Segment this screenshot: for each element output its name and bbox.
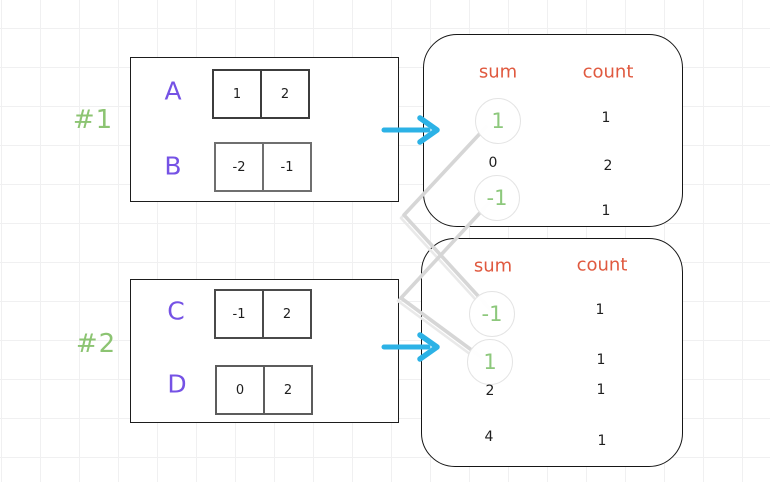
count-value: 1 xyxy=(596,352,606,368)
sum-value: 4 xyxy=(484,429,494,445)
count-value: 2 xyxy=(603,158,613,174)
count-value: 1 xyxy=(597,433,607,449)
example-2-input-box: C -1 2 D 0 2 xyxy=(130,279,399,423)
array-cell: -2 xyxy=(214,142,264,192)
count-column-header: count xyxy=(576,254,628,276)
sum-column-header: sum xyxy=(478,61,518,83)
array-cell: -1 xyxy=(214,289,264,339)
array-a-cells: 1 2 xyxy=(212,69,310,119)
array-a-label: A xyxy=(164,76,182,106)
array-cell: 2 xyxy=(263,365,313,415)
example-2-label: #2 xyxy=(75,329,117,359)
array-cell: -1 xyxy=(262,142,312,192)
sum-value-circled: 1 xyxy=(475,98,521,144)
count-value: 1 xyxy=(601,203,611,219)
sum-value-circled: -1 xyxy=(474,175,520,221)
array-cell: 2 xyxy=(262,289,312,339)
sum-value: 2 xyxy=(485,383,495,399)
count-column-header: count xyxy=(582,61,634,83)
sum-value: 0 xyxy=(488,155,498,171)
example-2-result-box: sum count -1 1 1 1 2 1 4 1 xyxy=(421,238,683,467)
example-1-input-box: A 1 2 B -2 -1 xyxy=(130,57,399,202)
count-value: 1 xyxy=(601,110,611,126)
array-d-label: D xyxy=(167,369,187,399)
example-1-result-box: sum count 1 1 0 2 -1 1 xyxy=(423,34,683,227)
sum-column-header: sum xyxy=(473,255,513,277)
example-1-label: #1 xyxy=(72,105,114,135)
count-value: 1 xyxy=(596,382,606,398)
array-d-cells: 0 2 xyxy=(215,365,313,415)
sum-value-circled: -1 xyxy=(469,291,515,337)
array-c-label: C xyxy=(167,296,185,326)
array-b-cells: -2 -1 xyxy=(214,142,312,192)
count-value: 1 xyxy=(595,302,605,318)
sum-value-circled: 1 xyxy=(467,339,513,385)
array-cell: 0 xyxy=(215,365,265,415)
array-b-label: B xyxy=(164,151,182,181)
array-cell: 1 xyxy=(212,69,262,119)
array-c-cells: -1 2 xyxy=(214,289,312,339)
array-cell: 2 xyxy=(260,69,310,119)
